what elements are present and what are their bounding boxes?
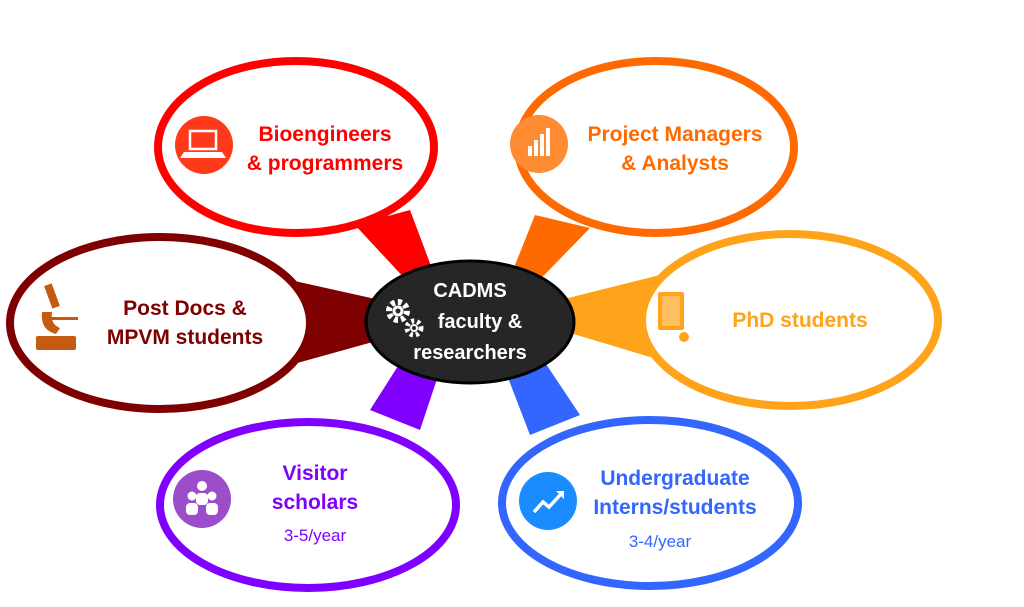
connector-postdocs [290,280,380,365]
label-line: scholars [271,491,359,514]
label-line: PhD students [732,309,868,332]
label-line: Project Managers [587,123,763,146]
center-node [364,259,576,385]
microscope-icon [36,283,78,350]
connector-phd [560,275,660,360]
label-bioengineers: Bioengineers & programmers [225,120,425,178]
gears-icon [386,299,424,338]
trend-up-icon [519,472,577,530]
book-icon [658,292,689,342]
node-postdocs [6,233,314,413]
label-line: Undergraduate [600,467,750,490]
note-undergrad: 3-4/year [628,532,692,551]
center-line-3: researchers [413,342,527,364]
bar-chart-icon [510,115,568,173]
label-line: & Analysts [621,152,729,175]
label-line: Post Docs & [123,297,247,320]
label-line: Visitor [282,462,348,485]
label-project-managers: Project Managers & Analysts [570,120,780,178]
center-label: CADMS faculty & researchers [400,276,540,369]
label-phd: PhD students [700,306,900,335]
node-undergrad [498,416,802,590]
label-line: MPVM students [106,326,264,349]
laptop-icon [175,116,233,174]
node-bioengineers [154,57,438,237]
label-line: & programmers [246,152,404,175]
label-postdocs: Post Docs & MPVM students [85,294,285,352]
center-line-1: CADMS [433,280,507,302]
center-line-2: faculty & [437,311,523,333]
label-line: Interns/students [593,496,757,519]
node-phd [638,230,942,410]
note-visitor: 3-5/year [283,526,347,545]
label-line: Bioengineers [258,123,392,146]
people-icon [173,470,231,528]
node-visitor [156,418,460,592]
label-visitor: Visitor scholars [240,459,390,517]
